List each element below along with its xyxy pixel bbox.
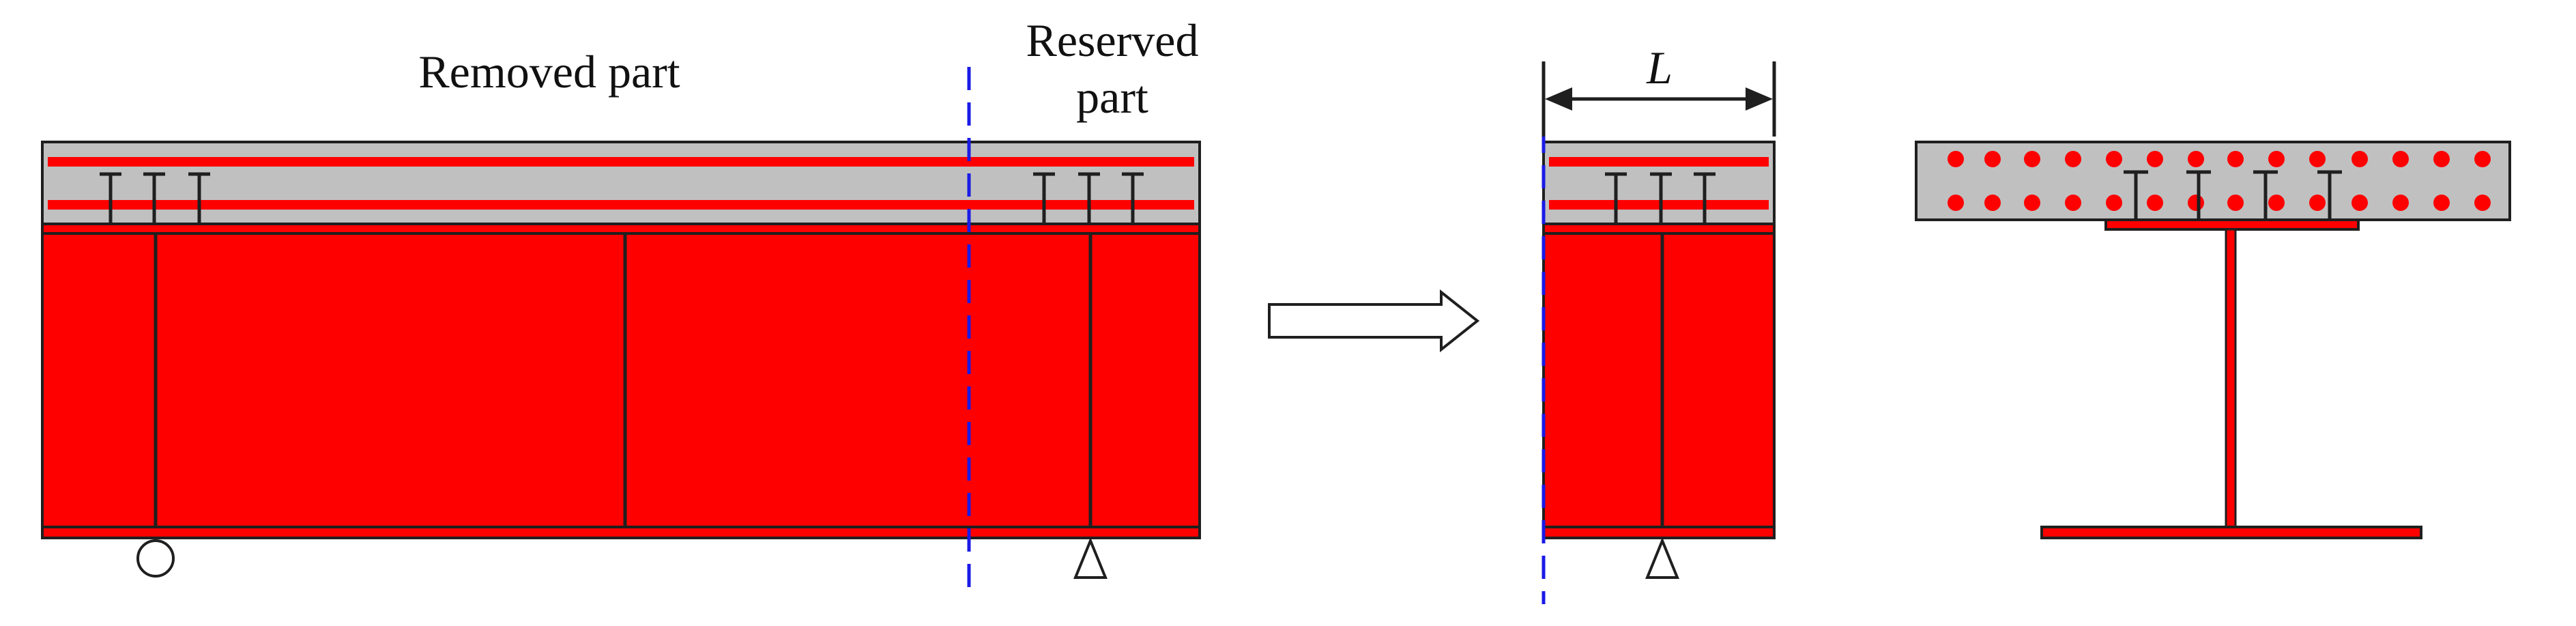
rebar-dot: [2188, 151, 2204, 167]
section-rebar-dots: [1948, 151, 2491, 211]
section-stud-group: [2124, 170, 2342, 220]
length-dimension: [1542, 61, 1776, 137]
left-top-rebar: [48, 157, 1194, 167]
segment-slab: [1542, 141, 1776, 225]
rebar-dot: [2268, 195, 2285, 211]
roller-support-icon: [136, 539, 175, 578]
left-stud-group: [100, 172, 210, 224]
segment-top-flange: [1542, 223, 1776, 235]
rebar-dot: [2433, 151, 2450, 167]
section-slab: [1915, 141, 2511, 221]
rebar-dot: [1948, 195, 1964, 211]
rebar-dot: [2433, 195, 2450, 211]
left-bottom-rebar: [48, 200, 1194, 210]
hollow-right-arrow-icon: [1268, 289, 1480, 353]
reserved-part-label-line2: part: [1076, 71, 1148, 123]
section-top-flange: [2104, 218, 2360, 231]
rebar-dot: [2024, 195, 2040, 211]
rebar-dot: [1984, 195, 2001, 211]
segment-stud-group: [1605, 172, 1716, 224]
right-stud-group: [1033, 172, 1144, 224]
rebar-dot: [2147, 151, 2163, 167]
left-slab: [41, 141, 1201, 225]
segment-bottom-rebar: [1549, 200, 1769, 210]
rebar-dot: [2147, 195, 2163, 211]
segment-top-rebar: [1549, 157, 1769, 167]
left-top-flange: [41, 223, 1201, 235]
rebar-dot: [2024, 151, 2040, 167]
length-label: L: [1646, 42, 1673, 94]
rebar-dot: [2392, 151, 2409, 167]
segment-bottom-flange: [1542, 526, 1776, 539]
rebar-dot: [2227, 151, 2244, 167]
segment-pin-support-icon: [1645, 537, 1679, 579]
section-web: [2225, 228, 2237, 528]
rebar-dot: [2309, 151, 2326, 167]
rebar-dot: [2392, 195, 2409, 211]
reserved-part-label-line1: Reserved: [1026, 14, 1198, 66]
rebar-dot: [1948, 151, 1964, 167]
cross-section: [1915, 141, 2511, 539]
rebar-dot: [1984, 151, 2001, 167]
rebar-dot: [2227, 195, 2244, 211]
left-bottom-flange: [41, 526, 1201, 539]
rebar-dot: [2351, 195, 2368, 211]
rebar-dot: [2309, 195, 2326, 211]
rebar-dot: [2065, 151, 2081, 167]
original-beam: Removed part Reserved part: [41, 14, 1201, 594]
reserved-segment: L: [1542, 42, 1776, 604]
rebar-dot: [2351, 151, 2368, 167]
section-bottom-flange: [2040, 526, 2422, 539]
rebar-dot: [2065, 195, 2081, 211]
segment-web: [1542, 232, 1776, 528]
removed-part-label: Removed part: [418, 46, 680, 98]
rebar-dot: [2268, 151, 2285, 167]
rebar-dot: [2188, 195, 2204, 211]
rebar-dot: [2474, 195, 2491, 211]
rebar-dot: [2474, 151, 2491, 167]
rebar-dot: [2106, 195, 2122, 211]
rebar-dot: [2106, 151, 2122, 167]
left-web: [41, 232, 1201, 528]
pin-support-icon: [1073, 537, 1108, 579]
